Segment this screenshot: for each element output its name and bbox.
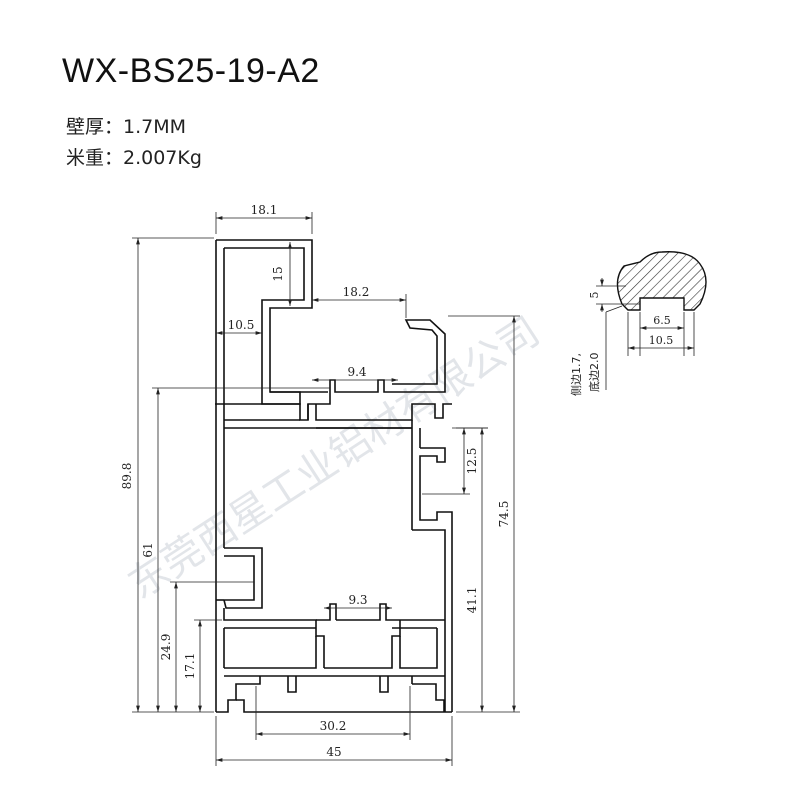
dim-slot-top: 9.4 — [347, 365, 366, 379]
dim-lower-right: 41.1 — [465, 587, 479, 614]
dim-total-height: 89.8 — [120, 463, 134, 490]
dim-base-width: 45 — [326, 745, 341, 759]
dim-base-inner: 30.2 — [320, 719, 347, 733]
profile-model-title: WX-BS25-19-A2 — [62, 52, 320, 90]
dim-top-width: 18.1 — [251, 203, 278, 217]
detail-dim-inner: 6.5 — [653, 314, 671, 327]
dim-slot-bottom: 9.3 — [348, 593, 367, 607]
dim-inner-flange: 10.5 — [228, 318, 255, 332]
dim-slot-height: 12.5 — [465, 448, 479, 475]
profile-outline — [215, 239, 453, 713]
wall-thickness-label: 壁厚：1.7MM — [66, 116, 187, 138]
dim-hook-width: 18.2 — [343, 285, 370, 299]
company-watermark: 东莞西星工业铝材有限公司 — [120, 308, 548, 608]
detail-dim-depth: 5 — [588, 292, 601, 299]
dim-mid-height: 61 — [141, 542, 155, 557]
detail-section: 5 6.5 10.5 侧边1.7, 底边2.0 — [570, 251, 707, 396]
dim-right-height: 74.5 — [497, 501, 511, 528]
detail-side-note-1: 侧边1.7, — [570, 353, 583, 396]
detail-dim-outer: 10.5 — [649, 334, 674, 347]
dim-top-height: 15 — [271, 266, 285, 281]
detail-hatched-section — [616, 251, 707, 311]
detail-side-note-2: 底边2.0 — [587, 353, 601, 393]
dimension-lines — [132, 212, 520, 766]
dim-lowest-height: 17.1 — [183, 653, 197, 680]
dim-low-height: 24.9 — [159, 634, 173, 661]
meter-weight-label: 米重：2.007Kg — [66, 147, 202, 169]
